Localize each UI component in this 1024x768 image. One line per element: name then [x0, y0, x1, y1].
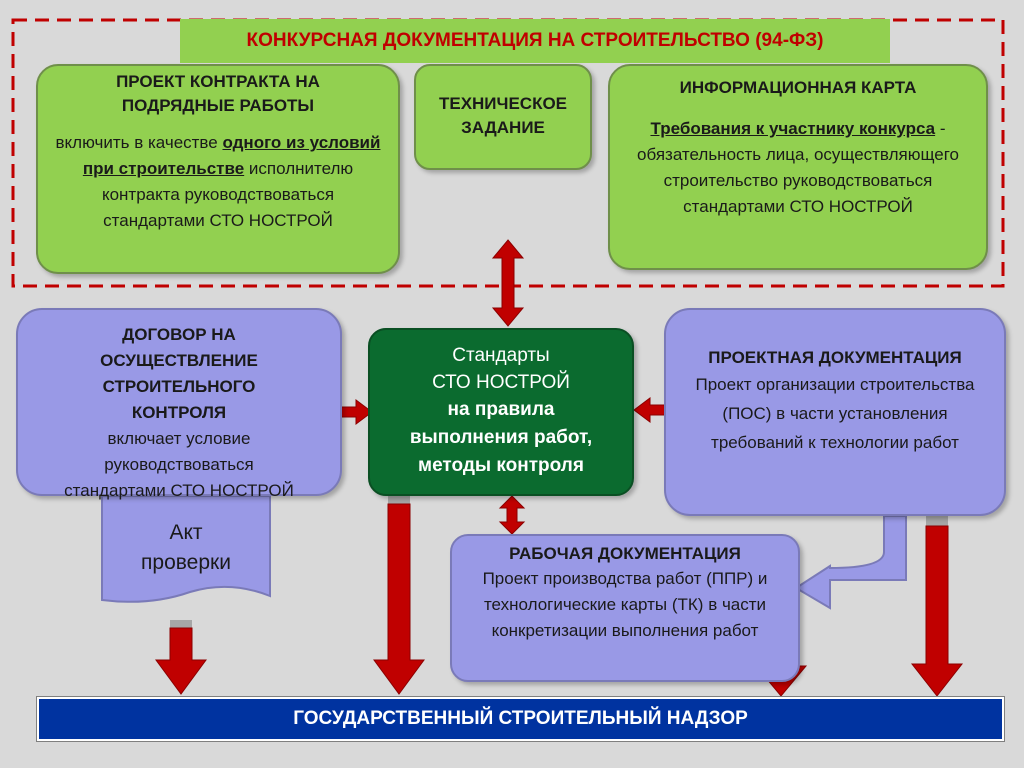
info-card-body: - обязательность лица, осуществляющего с… — [637, 119, 959, 216]
tech-task-title: ТЕХНИЧЕСКОЕ ЗАДАНИЕ — [438, 94, 568, 137]
work-docs-box: РАБОЧАЯ ДОКУМЕНТАЦИЯ Проект производства… — [450, 534, 800, 682]
standards-line-1: Стандарты — [452, 345, 550, 366]
supervision-contract-title: ДОГОВОР НА ОСУЩЕСТВЛЕНИЕ СТРОИТЕЛЬНОГО К… — [100, 325, 258, 422]
work-docs-title: РАБОЧАЯ ДОКУМЕНТАЦИЯ — [509, 544, 741, 563]
arrow-center-down — [373, 496, 425, 695]
arrow-projectdocs-down — [910, 516, 964, 697]
act-document-shape — [101, 495, 271, 603]
supervision-contract-box: ДОГОВОР НА ОСУЩЕСТВЛЕНИЕ СТРОИТЕЛЬНОГО К… — [16, 308, 342, 500]
act-label: Акт проверки — [102, 518, 270, 578]
arrow-projectdocs-to-workdocs — [794, 515, 907, 610]
standards-line-4: выполнения работ, — [409, 427, 593, 448]
info-card-box: ИНФОРМАЦИОННАЯ КАРТА Требования к участн… — [608, 64, 988, 270]
standards-box: Стандарты СТО НОСТРОЙ на правила выполне… — [368, 328, 634, 496]
act-line-2: проверки — [141, 551, 231, 574]
act-line-1: Акт — [169, 521, 203, 544]
info-card-title: ИНФОРМАЦИОННАЯ КАРТА — [679, 78, 917, 97]
competition-docs-title: КОНКУРСНАЯ ДОКУМЕНТАЦИЯ НА СТРОИТЕЛЬСТВО… — [246, 30, 824, 51]
work-docs-text: Проект производства работ (ППР) и технол… — [482, 569, 768, 640]
contract-project-text-before: включить в качестве — [55, 133, 218, 152]
arrow-top-center — [491, 239, 525, 327]
contract-project-box: ПРОЕКТ КОНТРАКТА НА ПОДРЯДНЫЕ РАБОТЫ вкл… — [36, 64, 400, 274]
project-docs-text: Проект организации строительства (ПОС) в… — [695, 375, 975, 452]
standards-line-3: на правила — [447, 399, 555, 420]
standards-line-5: методы контроля — [418, 455, 584, 476]
project-docs-title: ПРОЕКТНАЯ ДОКУМЕНТАЦИЯ — [708, 348, 962, 367]
info-card-text: Требования к участнику конкурса - обязат… — [630, 116, 966, 220]
contract-project-text: включить в качестве одного из условий пр… — [52, 130, 384, 234]
competition-docs-header: КОНКУРСНАЯ ДОКУМЕНТАЦИЯ НА СТРОИТЕЛЬСТВО… — [180, 19, 890, 63]
contract-project-underlined: одного из условий при строительстве — [82, 133, 381, 178]
info-card-underlined: Требования к участнику конкурса — [650, 119, 936, 138]
arrow-act-down — [155, 620, 207, 695]
contract-project-text-after: исполнителю контракта руководствоваться … — [101, 159, 354, 230]
state-supervision-title: ГОСУДАРСТВЕННЫЙ СТРОИТЕЛЬНЫЙ НАДЗОР — [293, 708, 748, 729]
arrow-center-workdocs — [498, 495, 526, 535]
standards-line-2: СТО НОСТРОЙ — [432, 372, 570, 393]
state-supervision-bar: ГОСУДАРСТВЕННЫЙ СТРОИТЕЛЬНЫЙ НАДЗОР — [36, 696, 1005, 742]
project-docs-box: ПРОЕКТНАЯ ДОКУМЕНТАЦИЯ Проект организаци… — [664, 308, 1006, 516]
tech-task-box: ТЕХНИЧЕСКОЕ ЗАДАНИЕ — [414, 64, 592, 170]
contract-project-title: ПРОЕКТ КОНТРАКТА НА ПОДРЯДНЫЕ РАБОТЫ — [116, 72, 320, 115]
supervision-contract-text: включает условие руководствоваться станд… — [64, 429, 294, 500]
